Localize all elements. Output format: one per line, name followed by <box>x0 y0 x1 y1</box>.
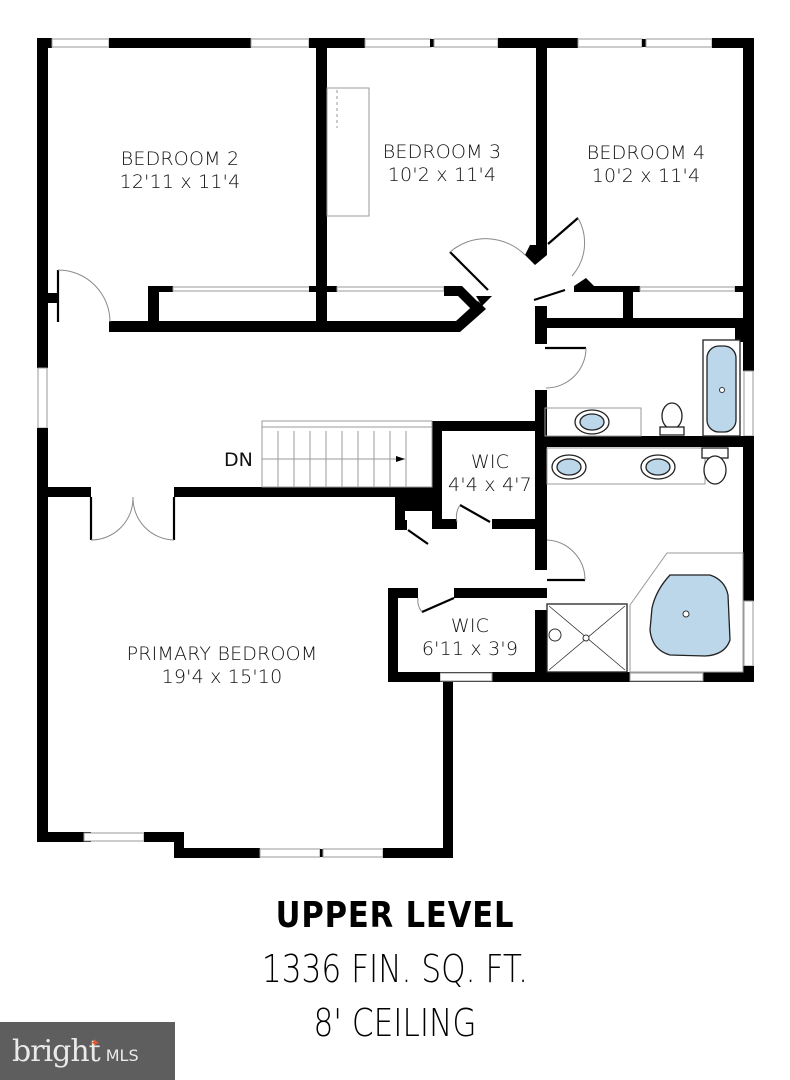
bright-mls-logo: bright ✦ MLS <box>0 1022 175 1080</box>
room-dimensions: 12'11 x 11'4 <box>119 170 241 193</box>
stairs-down-label: DN <box>224 449 253 471</box>
ceiling-height: 8' CEILING <box>313 1001 477 1045</box>
interior-walls <box>48 48 745 682</box>
room-dimensions: 19'4 x 15'10 <box>161 665 283 688</box>
room-dimensions: 10'2 x 11'4 <box>387 163 497 186</box>
room-label-bedroom-2: BEDROOM 2 12'11 x 11'4 <box>90 148 270 194</box>
floor-summary: UPPER LEVEL 1336 FIN. SQ. FT. 8' CEILING <box>0 890 790 1050</box>
room-name: WIC <box>450 615 490 637</box>
room-label-wic-2: WIC 6'11 x 3'9 <box>410 615 530 661</box>
closet-outlines <box>326 87 370 217</box>
room-dimensions: 6'11 x 3'9 <box>421 637 519 660</box>
stairs <box>261 420 433 488</box>
room-name: PRIMARY BEDROOM <box>126 643 318 665</box>
room-dimensions: 4'4 x 4'7 <box>448 473 532 496</box>
room-label-bedroom-3: BEDROOM 3 10'2 x 11'4 <box>352 141 532 187</box>
room-label-wic-1: WIC 4'4 x 4'7 <box>440 451 540 497</box>
exterior-walls <box>37 38 754 858</box>
logo-brand-text: bright <box>12 1033 101 1069</box>
room-name: BEDROOM 3 <box>382 141 502 163</box>
primary-bath-fixtures <box>546 447 744 673</box>
floor-plan <box>37 38 754 858</box>
level-title: UPPER LEVEL <box>275 895 515 936</box>
logo-brand: bright ✦ <box>12 1033 101 1069</box>
doors <box>56 217 587 614</box>
room-name: WIC <box>470 451 510 473</box>
room-dimensions: 10'2 x 11'4 <box>591 164 701 187</box>
hall-bath-fixtures <box>544 339 741 437</box>
room-label-primary-bedroom: PRIMARY BEDROOM 19'4 x 15'10 <box>92 643 352 689</box>
room-name: BEDROOM 4 <box>586 142 706 164</box>
finished-area: 1336 FIN. SQ. FT. <box>261 947 529 991</box>
logo-spark-icon: ✦ <box>90 1035 100 1050</box>
logo-suffix: MLS <box>105 1045 139 1065</box>
room-name: BEDROOM 2 <box>120 148 240 170</box>
room-label-bedroom-4: BEDROOM 4 10'2 x 11'4 <box>556 142 736 188</box>
